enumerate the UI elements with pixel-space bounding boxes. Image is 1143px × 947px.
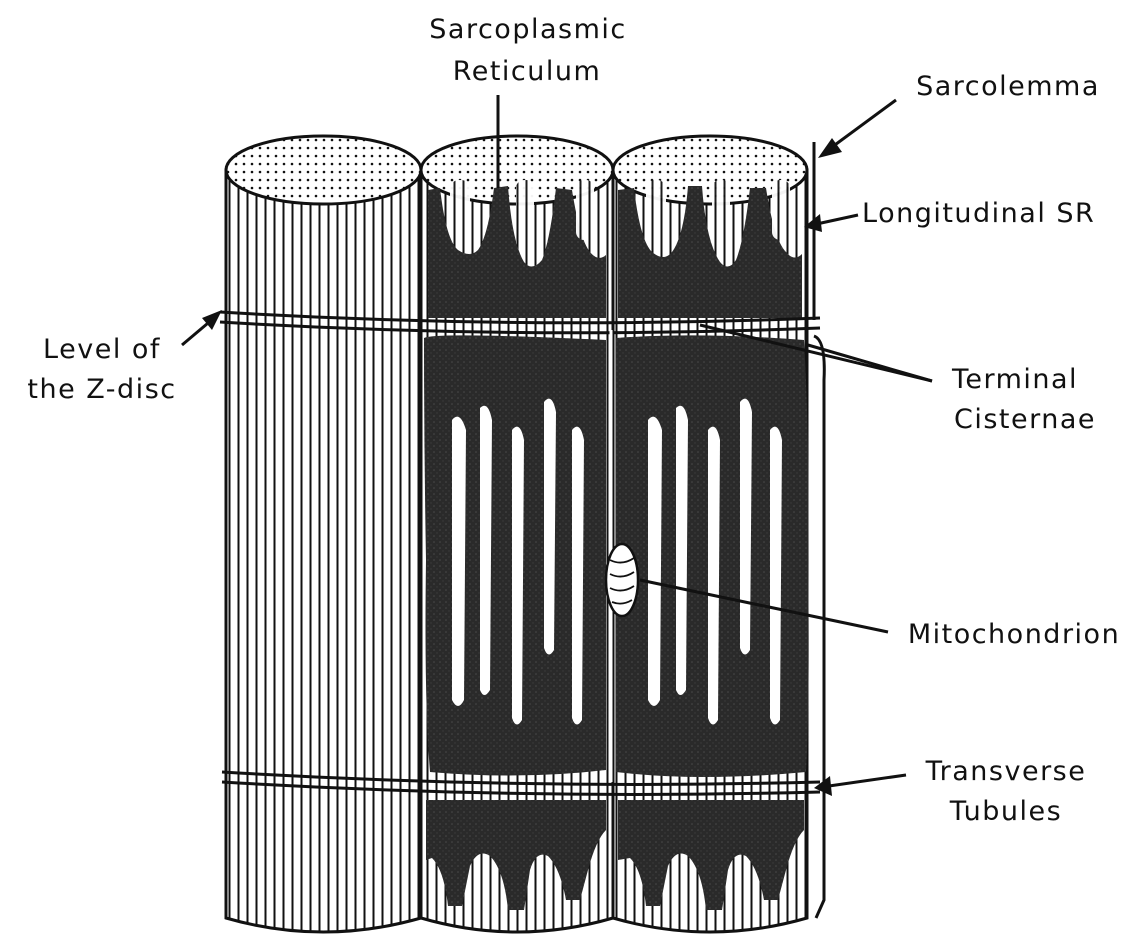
label-mitochondrion: Mitochondrion <box>908 619 1120 650</box>
label-sarcoplasmic-reticulum-line1: Sarcoplasmic <box>429 14 626 45</box>
label-transverse-tubules-line1: Transverse <box>925 756 1087 787</box>
myofibril-left <box>226 136 421 932</box>
label-transverse-tubules-line2: Tubules <box>949 796 1062 827</box>
label-terminal-cisternae-line2: Cisternae <box>954 404 1096 435</box>
label-longitudinal-sr: Longitudinal SR <box>862 198 1095 229</box>
label-level-z-disc-line2: the Z-disc <box>27 374 176 405</box>
mitochondrion <box>606 544 638 616</box>
label-sarcoplasmic-reticulum-line2: Reticulum <box>453 56 602 87</box>
label-level-z-disc-line1: Level of <box>43 334 161 365</box>
label-sarcolemma: Sarcolemma <box>916 71 1100 102</box>
label-terminal-cisternae-line1: Terminal <box>951 364 1078 395</box>
sarcolemma-membrane <box>814 142 824 918</box>
